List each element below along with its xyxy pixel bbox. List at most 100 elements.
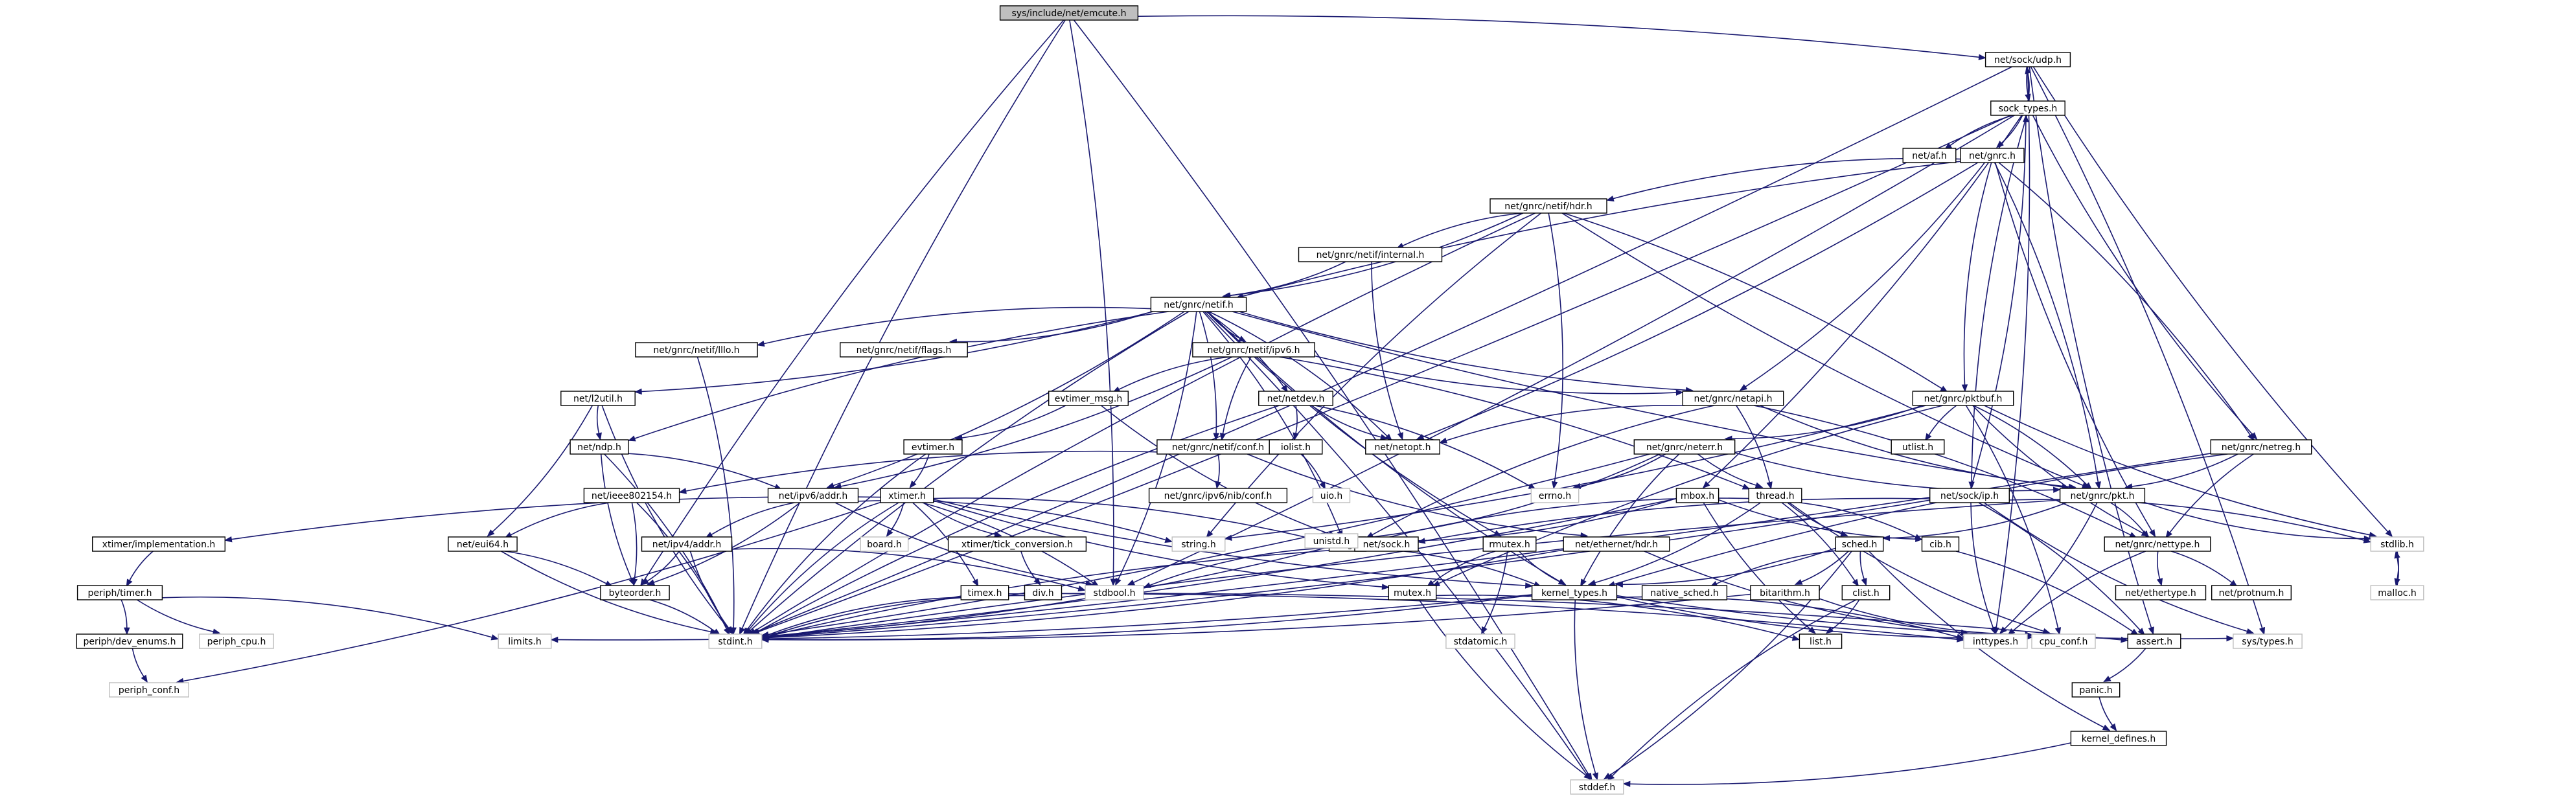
edge-arrowhead [1961, 384, 1968, 393]
node-kerneltypes[interactable]: kernel_types.h [1531, 585, 1618, 600]
node-stdlib[interactable]: stdlib.h [2370, 536, 2424, 552]
node-label: xtimer.h [888, 491, 926, 501]
node-protnum[interactable]: net/protnum.h [2211, 585, 2292, 600]
node-ipv4addr[interactable]: net/ipv4/addr.h [641, 536, 733, 552]
node-socksock[interactable]: net/sock.h [1354, 536, 1419, 552]
node-panic[interactable]: panic.h [2071, 682, 2121, 698]
node-socktypes[interactable]: sock_types.h [1990, 100, 2065, 116]
node-box [1085, 585, 1144, 600]
node-netiter[interactable]: net/gnrc/neterr.h [1633, 439, 1736, 455]
node-evtmsg[interactable]: evtimer_msg.h [1048, 391, 1129, 406]
node-penums[interactable]: periph/dev_enums.h [76, 633, 183, 649]
node-pktbuf[interactable]: net/gnrc/pktbuf.h [1912, 391, 2014, 406]
node-netdev[interactable]: net/netdev.h [1258, 391, 1333, 406]
node-label: list.h [1810, 637, 1832, 647]
node-list[interactable]: list.h [1799, 633, 1843, 649]
node-label: xtimer/tick_conversion.h [961, 540, 1073, 550]
node-uio[interactable]: uio.h [1312, 488, 1351, 503]
node-ieee[interactable]: net/ieee802154.h [583, 488, 680, 503]
node-rmutex[interactable]: rmutex.h [1482, 536, 1537, 552]
node-nifconf[interactable]: net/gnrc/netif/conf.h [1156, 439, 1280, 455]
edge-socktypes-to-stdbool [1133, 115, 2015, 584]
node-unistd[interactable]: unistd.h [1304, 533, 1359, 549]
node-divh[interactable]: div.h [1024, 585, 1063, 600]
node-cpuconf[interactable]: cpu_conf.h [2031, 633, 2096, 649]
node-errno[interactable]: errno.h [1530, 488, 1580, 503]
node-clist[interactable]: clist.h [1841, 585, 1891, 600]
node-kdefines[interactable]: kernel_defines.h [2070, 731, 2167, 746]
node-ethertype[interactable]: net/ethertype.h [2115, 585, 2207, 600]
node-nibconf[interactable]: net/gnrc/ipv6/nib/conf.h [1148, 488, 1288, 503]
node-stdatomic[interactable]: stdatomic.h [1445, 633, 1515, 649]
node-bitarithm[interactable]: bitarithm.h [1750, 585, 1820, 600]
node-stdbool[interactable]: stdbool.h [1085, 585, 1144, 600]
node-label: sys/include/net/emcute.h [1012, 8, 1127, 19]
node-utlist[interactable]: utlist.h [1891, 439, 1945, 455]
node-nifipv6[interactable]: net/gnrc/netif/ipv6.h [1192, 342, 1315, 358]
node-ethhdr[interactable]: net/ethernet/hdr.h [1563, 536, 1670, 552]
node-pcpu[interactable]: periph_cpu.h [199, 633, 274, 649]
edge-arrowhead [1742, 483, 1751, 490]
node-eui64[interactable]: net/eui64.h [448, 536, 518, 552]
node-mutex[interactable]: mutex.h [1388, 585, 1437, 600]
node-timex[interactable]: timex.h [960, 585, 1009, 600]
node-label: net/sock/ip.h [1940, 491, 1999, 501]
node-ptimer[interactable]: periph/timer.h [76, 585, 163, 600]
node-netapi[interactable]: net/gnrc/netapi.h [1682, 391, 1784, 406]
node-hdr[interactable]: net/gnrc/netif/hdr.h [1489, 198, 1607, 214]
node-iolist[interactable]: iolist.h [1269, 439, 1323, 455]
node-pkt[interactable]: net/gnrc/pkt.h [2059, 488, 2146, 503]
node-box [1984, 52, 2071, 67]
node-stddef[interactable]: stddef.h [1570, 779, 1624, 795]
node-netif[interactable]: net/gnrc/netif.h [1150, 297, 1247, 312]
node-ndp[interactable]: net/ndp.h [569, 439, 629, 455]
node-label: net/ethernet/hdr.h [1575, 540, 1658, 550]
node-box [947, 536, 1087, 552]
node-evtimer[interactable]: evtimer.h [903, 439, 963, 455]
edge-arrowhead [1754, 482, 1764, 488]
node-cib[interactable]: cib.h [1921, 536, 1960, 552]
node-tick[interactable]: xtimer/tick_conversion.h [947, 536, 1087, 552]
node-l2util[interactable]: net/l2util.h [560, 391, 636, 406]
node-nettype[interactable]: net/gnrc/nettype.h [2104, 536, 2211, 552]
node-mbox[interactable]: mbox.h [1675, 488, 1719, 503]
edge-arrowhead [744, 628, 752, 636]
node-byteorder[interactable]: byteorder.h [600, 585, 670, 600]
node-board[interactable]: board.h [860, 536, 909, 552]
node-box [1929, 488, 2010, 503]
node-netopt[interactable]: net/netopt.h [1365, 439, 1440, 455]
edge-socktypes-to-sockip [1971, 115, 2028, 483]
node-malloc[interactable]: malloc.h [2370, 585, 2424, 600]
node-internal[interactable]: net/gnrc/netif/internal.h [1298, 247, 1443, 262]
node-gnrc[interactable]: net/gnrc.h [1960, 148, 2025, 163]
node-ipv6addr[interactable]: net/ipv6/addr.h [767, 488, 859, 503]
edge-netif-to-ndp [634, 311, 1169, 439]
node-ximpl[interactable]: xtimer/implementation.h [91, 536, 226, 552]
node-limits[interactable]: limits.h [498, 633, 552, 649]
edge-arrowhead [972, 578, 979, 587]
node-flags[interactable]: net/gnrc/netif/flags.h [840, 342, 968, 358]
node-thread[interactable]: thread.h [1748, 488, 1802, 503]
node-xtimer[interactable]: xtimer.h [880, 488, 934, 503]
edge-netapi-to-msg [1372, 405, 1715, 536]
node-systypes[interactable]: sys/types.h [2233, 633, 2303, 649]
node-stdint[interactable]: stdint.h [708, 633, 763, 649]
node-inttypes[interactable]: inttypes.h [1963, 633, 2028, 649]
edge-sockip-to-assert [1978, 502, 2141, 631]
node-sockip[interactable]: net/sock/ip.h [1929, 488, 2010, 503]
edge-arrowhead [1605, 195, 1615, 202]
node-nativesched[interactable]: native_sched.h [1641, 585, 1728, 600]
node-lllo[interactable]: net/gnrc/netif/lllo.h [635, 342, 758, 358]
edge-arrowhead [2142, 530, 2150, 539]
edge-l2util-to-eui64 [492, 405, 593, 532]
edge-netiter-to-kerneltypes [1583, 453, 1680, 581]
node-udp[interactable]: net/sock/udp.h [1984, 52, 2071, 67]
node-sched[interactable]: sched.h [1835, 536, 1884, 552]
edge-msg-to-stdint [768, 546, 1329, 637]
node-netreg[interactable]: net/gnrc/netreg.h [2210, 439, 2312, 455]
node-assert[interactable]: assert.h [2127, 633, 2181, 649]
node-pconf[interactable]: periph_conf.h [108, 682, 189, 698]
node-af[interactable]: net/af.h [1902, 148, 1957, 163]
edge-sched-to-clist [1859, 551, 1865, 580]
node-string[interactable]: string.h [1171, 536, 1226, 552]
